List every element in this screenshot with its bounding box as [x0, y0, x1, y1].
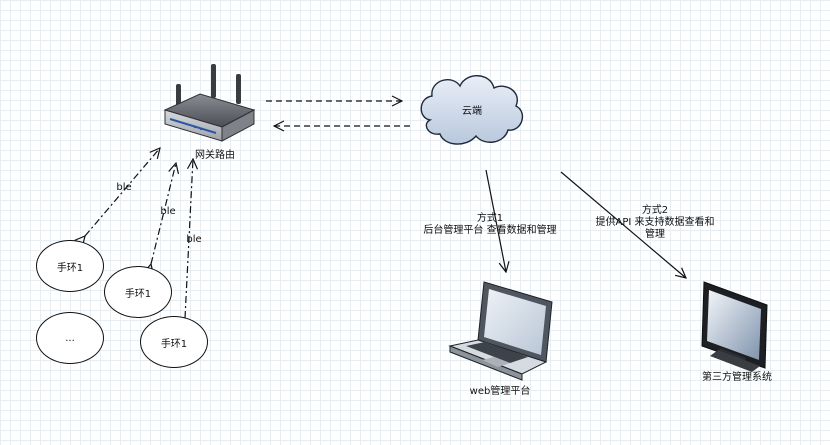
ble-label-3: ble: [186, 234, 202, 245]
router-icon: [163, 64, 256, 142]
band-node-3: 手环1: [140, 316, 208, 368]
band-label: 手环1: [160, 338, 188, 350]
ble-link-3: [185, 159, 193, 318]
ble-label-1: ble: [116, 182, 132, 193]
band-label: 手环1: [124, 288, 152, 300]
monitor-icon: [701, 281, 768, 372]
laptop-icon: [448, 281, 553, 381]
band-label: ...: [65, 332, 75, 344]
cloud-to-web-arrow: [485, 169, 506, 272]
cloud-to-third-party-arrow: [560, 171, 686, 278]
method2-desc-line2: 管理: [645, 229, 665, 240]
method2-title: 方式2: [641, 205, 669, 216]
web-platform-label: web管理平台: [469, 386, 531, 397]
ble-label-2: ble: [160, 206, 176, 217]
band-node-1: 手环1: [36, 240, 104, 292]
band-node-more: ...: [36, 312, 104, 364]
gateway-label: 网关路由: [195, 150, 235, 161]
method1-desc: 后台管理平台 查看数据和管理: [423, 225, 557, 236]
cloud-label: 云端: [462, 106, 482, 117]
band-node-2: 手环1: [104, 266, 172, 318]
method1-title: 方式1: [476, 213, 504, 224]
method2-desc-line1: 提供API 来支持数据查看和: [595, 217, 715, 228]
cloud-icon: [420, 75, 524, 145]
band-label: 手环1: [56, 262, 84, 274]
third-party-label: 第三方管理系统: [702, 372, 772, 383]
ble-link-2: [151, 163, 176, 264]
